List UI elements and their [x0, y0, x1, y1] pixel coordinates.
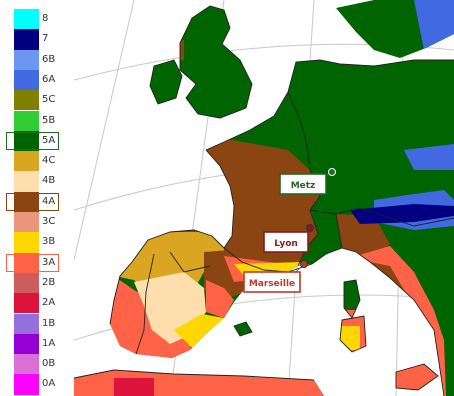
city-markers: [300, 168, 336, 268]
legend-swatch: [14, 90, 39, 111]
legend-swatch: [14, 171, 39, 192]
legend-highlight-box: [6, 131, 59, 150]
legend-swatch: [14, 212, 39, 233]
legend-swatch: [14, 313, 39, 334]
zone-7-alps-high: [350, 204, 454, 224]
legend-label: 8: [42, 13, 49, 24]
legend-swatch: [14, 374, 39, 395]
legend-label: 5B: [42, 114, 56, 126]
legend-swatch: [14, 293, 39, 314]
borders: [74, 5, 454, 396]
city-marker-metz[interactable]: [328, 168, 336, 176]
legend-swatch: [14, 9, 39, 30]
city-label-lyon: Lyon: [274, 239, 298, 249]
zone-6a-east: [404, 144, 454, 170]
legend-label: 5C: [42, 94, 56, 106]
city-label-metz-box[interactable]: Metz: [279, 173, 327, 195]
legend-label: 7: [42, 33, 49, 45]
legend-item-1b: 1B: [0, 313, 72, 334]
legend-swatch: [14, 191, 39, 212]
legend-highlight-box: [6, 253, 59, 272]
city-label-metz: Metz: [291, 181, 316, 191]
legend-label: 0B: [42, 358, 56, 370]
city-marker-marseille[interactable]: [300, 260, 308, 268]
legend-label: 3C: [42, 216, 56, 227]
zone-6a-scandinavia: [414, 0, 454, 50]
legend-item-4a: 4A: [0, 191, 72, 212]
legend-item-4b: 4B: [0, 171, 72, 192]
legend-swatch: [14, 29, 39, 50]
legend-label: 4B: [42, 175, 56, 187]
legend-label: 5A: [42, 134, 56, 146]
legend-label: 4C: [42, 155, 56, 167]
legend-swatch: [14, 354, 39, 375]
legend-swatch: [14, 232, 39, 253]
map-panel[interactable]: Metz Lyon Marseille: [74, 0, 454, 396]
legend-swatch: [14, 252, 39, 273]
legend-item-0a: 0A: [0, 374, 72, 395]
legend-item-5b: 5B: [0, 110, 72, 131]
legend-swatch: [14, 333, 39, 355]
legend-highlight-box: [6, 192, 59, 211]
legend: 8 7 6B 6A 5C 5B 5A 4C 4B 4A 3C 3B 3A 2B 2A 1B 1A 0B 0A: [0, 0, 72, 396]
legend-label: 0A: [42, 378, 56, 390]
legend-label: 6A: [42, 73, 56, 85]
legend-label: 2A: [42, 297, 56, 309]
legend-item-3a: 3A: [0, 252, 72, 273]
legend-item-5c: 5C: [0, 90, 72, 111]
legend-swatch: [14, 49, 39, 70]
legend-label: 6B: [42, 53, 56, 65]
legend-item-6a: 6A: [0, 69, 72, 91]
legend-item-2b: 2B: [0, 272, 72, 294]
legend-item-6b: 6B: [0, 49, 72, 70]
legend-swatch: [14, 69, 39, 91]
map-canvas[interactable]: Metz Lyon Marseille: [74, 0, 454, 396]
city-marker-lyon[interactable]: [306, 224, 314, 232]
legend-swatch: [14, 151, 39, 172]
city-label-lyon-box[interactable]: Lyon: [263, 231, 309, 253]
legend-label: 1B: [42, 317, 56, 329]
legend-label: 3A: [42, 256, 56, 268]
legend-item-2a: 2A: [0, 293, 72, 314]
legend-swatch: [14, 130, 39, 152]
legend-item-0b: 0B: [0, 354, 72, 375]
zone-4b-core: [160, 296, 192, 330]
legend-item-1a: 1A: [0, 333, 72, 355]
legend-label: 3B: [42, 236, 56, 248]
legend-item-3b: 3B: [0, 232, 72, 253]
legend-item-5a: 5A: [0, 130, 72, 152]
zone-3a-iberia-east: [206, 280, 234, 318]
legend-item-7: 7: [0, 29, 72, 50]
legend-item-4c: 4C: [0, 151, 72, 172]
zone-2a-north-africa: [114, 378, 154, 396]
legend-swatch: [14, 272, 39, 294]
legend-label: 2B: [42, 276, 56, 288]
legend-item-8: 8: [0, 9, 72, 30]
legend-label: 4A: [42, 195, 56, 207]
legend-label: 1A: [42, 337, 56, 349]
legend-item-3c: 3C: [0, 212, 72, 233]
zone-3b-sardinia: [340, 326, 360, 350]
city-label-marseille: Marseille: [249, 279, 295, 289]
city-label-marseille-box[interactable]: Marseille: [243, 271, 301, 293]
legend-swatch: [14, 110, 39, 131]
